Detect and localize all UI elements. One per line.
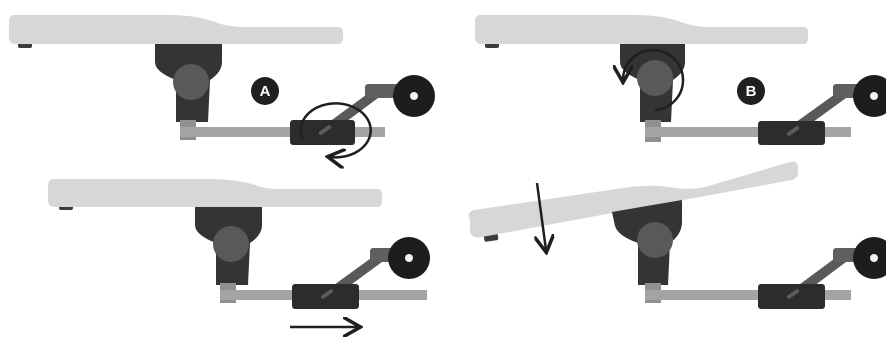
panel-tilt [468,161,886,309]
armrest-pad [475,15,808,48]
rotation-arrow-icon [299,102,372,157]
clamp-highlight [786,289,800,299]
pad-surface [468,161,798,238]
rotation-arrow-icon [623,48,685,112]
knob [853,237,886,279]
clamp-highlight [786,126,800,136]
clamp-arm [792,92,846,130]
clamp-assembly [290,75,435,145]
knob [853,75,886,117]
slide-rail [180,127,385,137]
slide-rail [645,290,851,300]
panel-slide [48,179,430,327]
pad-surface [9,15,343,44]
knob-center [405,254,413,262]
slide-rail [645,127,851,137]
clamp-assembly [758,237,886,309]
armrest-pad [9,15,343,48]
clamp-highlight [320,289,334,299]
armrest-pad [468,161,798,242]
badge-a-circle [251,77,279,105]
armrest-pad [48,179,382,210]
pivot-mount [195,207,262,303]
badge-a: A [251,77,279,105]
pivot-mount [155,44,222,140]
badge-b-circle [737,77,765,105]
clamp-highlight [318,125,332,135]
pad-surface [48,179,382,207]
pivot-ball [637,60,673,96]
pivot-ball [637,222,673,258]
pivot-mount [620,44,685,142]
panel-b: B [475,15,886,145]
panel-a: A [9,15,435,157]
tilt-down-arrow-icon [537,182,546,250]
clamp-assembly [758,75,886,145]
pivot-ball [213,226,249,262]
pad-surface [475,15,808,44]
clamp-assembly [292,237,430,309]
knob-center [870,254,878,262]
knob-center [870,92,878,100]
badge-a-label: A [260,83,271,100]
pivot-mount [612,200,682,303]
pivot-ball [173,64,209,100]
badge-b: B [737,77,765,105]
knob-center [410,92,418,100]
badge-b-label: B [746,83,757,100]
